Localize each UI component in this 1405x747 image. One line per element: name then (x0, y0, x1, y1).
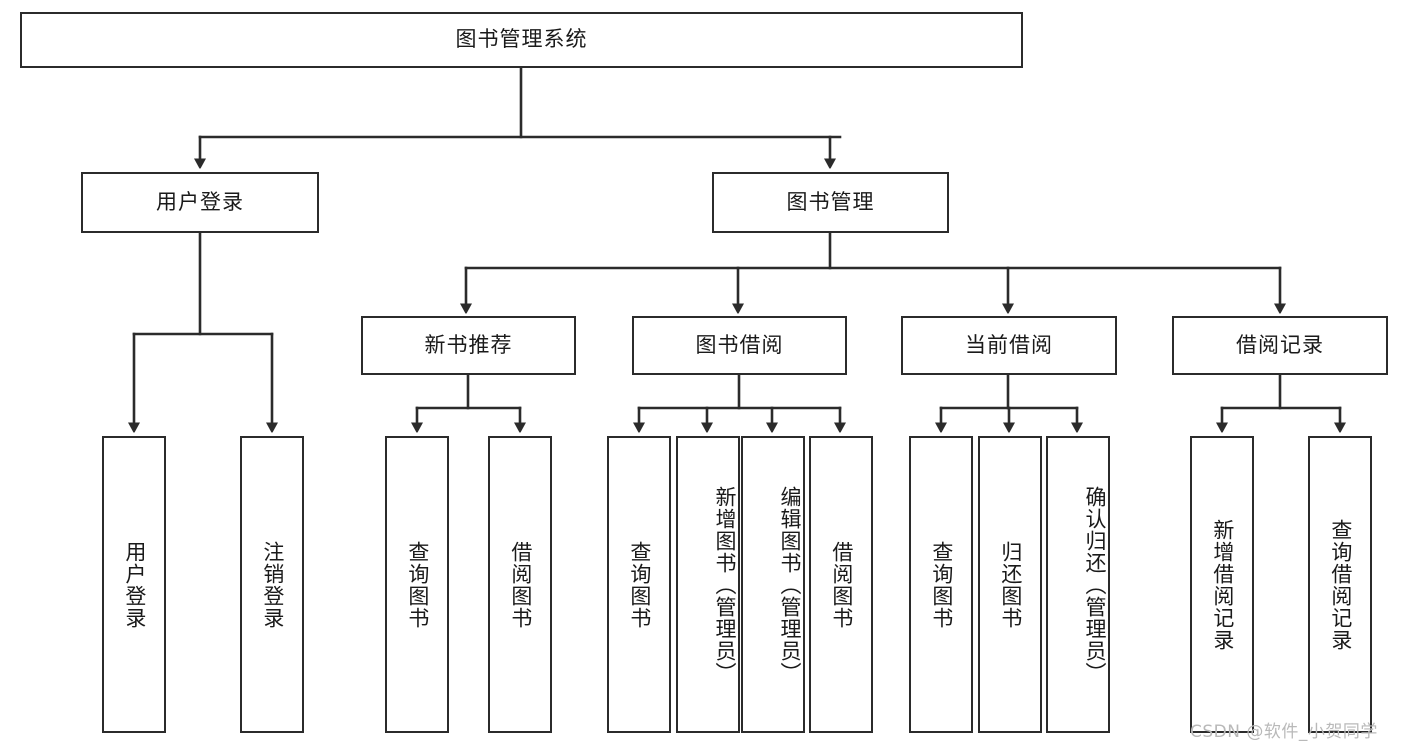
leaf-book-borrow-edit-book-admin[interactable]: 编辑图书（管理员） (741, 436, 805, 733)
leaf-current-borrow-query-books[interactable]: 查询图书 (909, 436, 973, 733)
leaf-borrow-record-query-record[interactable]: 查询借阅记录 (1308, 436, 1372, 733)
node-root-system[interactable]: 图书管理系统 (20, 12, 1023, 68)
node-current-borrow[interactable]: 当前借阅 (901, 316, 1117, 375)
leaf-book-borrow-query-books[interactable]: 查询图书 (607, 436, 671, 733)
leaf-new-book-query-books[interactable]: 查询图书 (385, 436, 449, 733)
leaf-user-login-login[interactable]: 用户登录 (102, 436, 166, 733)
leaf-book-borrow-add-book-admin[interactable]: 新增图书（管理员） (676, 436, 740, 733)
leaf-current-borrow-confirm-return-admin[interactable]: 确认归还（管理员） (1046, 436, 1110, 733)
leaf-new-book-borrow-books[interactable]: 借阅图书 (488, 436, 552, 733)
node-book-management[interactable]: 图书管理 (712, 172, 949, 233)
node-new-book-recommend[interactable]: 新书推荐 (361, 316, 576, 375)
leaf-user-login-logout[interactable]: 注销登录 (240, 436, 304, 733)
node-borrow-record[interactable]: 借阅记录 (1172, 316, 1388, 375)
leaf-borrow-record-add-record[interactable]: 新增借阅记录 (1190, 436, 1254, 733)
node-book-borrow[interactable]: 图书借阅 (632, 316, 847, 375)
leaf-current-borrow-return-books[interactable]: 归还图书 (978, 436, 1042, 733)
leaf-book-borrow-borrow-books[interactable]: 借阅图书 (809, 436, 873, 733)
node-user-login[interactable]: 用户登录 (81, 172, 319, 233)
